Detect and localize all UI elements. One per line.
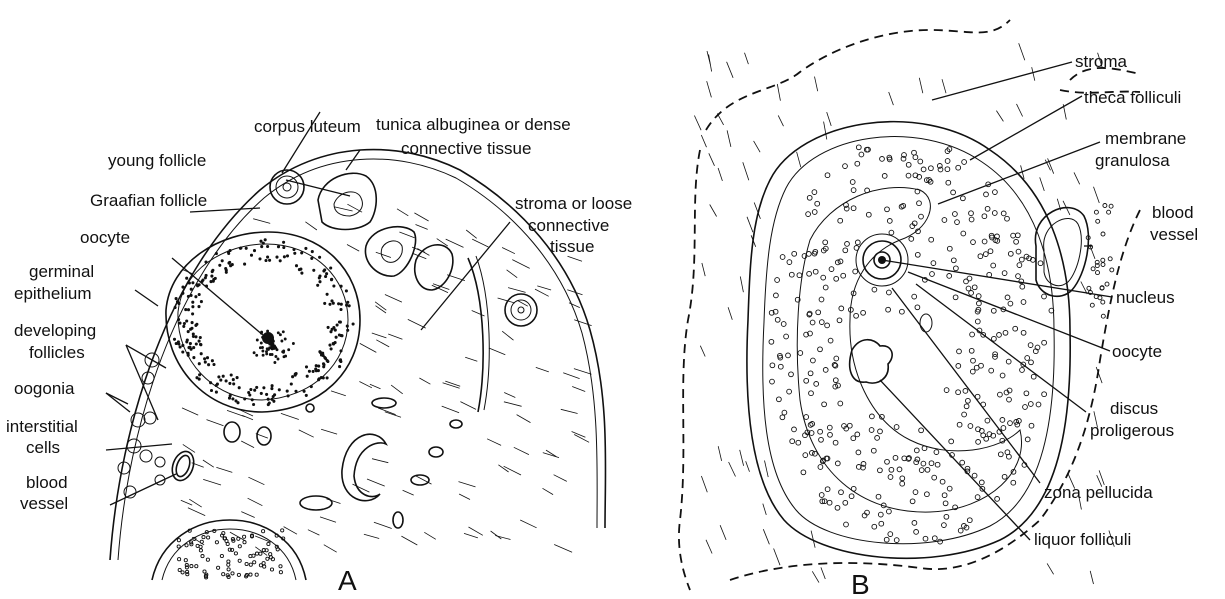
panel-b-drawing bbox=[679, 20, 1140, 590]
antrum bbox=[797, 187, 1021, 512]
stroma-texture bbox=[181, 204, 592, 555]
secondary-follicle-right bbox=[505, 294, 537, 326]
stroma-boundary-bottom bbox=[730, 210, 1140, 580]
label-discus-1: discus bbox=[1110, 399, 1158, 418]
label-membrane-2: granulosa bbox=[1095, 151, 1170, 170]
young-follicle-drawing bbox=[270, 170, 304, 204]
panel-b-letter: B bbox=[851, 569, 870, 599]
label-germinal-2: epithelium bbox=[14, 284, 92, 303]
label-young-follicle: young follicle bbox=[108, 151, 206, 170]
label-theca-folliculi: theca folliculi bbox=[1084, 88, 1181, 107]
stroma-boundary-top bbox=[706, 20, 1010, 130]
label-graafian-follicle: Graafian follicle bbox=[90, 191, 207, 210]
label-discus-2: proligerous bbox=[1090, 421, 1174, 440]
graafian-oocyte bbox=[262, 332, 274, 344]
stroma-septum bbox=[468, 258, 483, 412]
label-blood-a-2: vessel bbox=[20, 494, 68, 513]
panel-b-labels: stroma theca folliculi membrane granulos… bbox=[851, 52, 1198, 599]
label-stroma-b: stroma bbox=[1075, 52, 1128, 71]
atretic-follicles bbox=[168, 398, 462, 528]
corpus-luteum-drawing bbox=[318, 173, 453, 290]
panel-a-labels: corpus luteum tunica albuginea or dense … bbox=[6, 115, 632, 596]
membrana-granulosa-cells bbox=[769, 145, 1054, 544]
label-oogonia: oogonia bbox=[14, 379, 75, 398]
liquor-clot bbox=[850, 340, 892, 383]
label-interstitial-1: interstitial bbox=[6, 417, 78, 436]
label-zona-pellucida: zona pellucida bbox=[1044, 483, 1153, 502]
bottom-follicle bbox=[152, 520, 306, 580]
label-germinal-1: germinal bbox=[29, 262, 94, 281]
label-oocyte-a: oocyte bbox=[80, 228, 130, 247]
label-blood-b-2: vessel bbox=[1150, 225, 1198, 244]
blood-vessel-b-drawing bbox=[1035, 204, 1113, 319]
panel-a-letter: A bbox=[338, 565, 357, 596]
panel-a-drawing bbox=[110, 150, 606, 580]
graafian-follicle-drawing bbox=[166, 232, 360, 412]
label-interstitial-2: cells bbox=[26, 438, 60, 457]
label-blood-a-1: blood bbox=[26, 473, 68, 492]
panel-b-leaders bbox=[880, 62, 1112, 540]
label-liquor-folliculi: liquor folliculi bbox=[1034, 530, 1131, 549]
developing-follicles-drawing bbox=[118, 353, 165, 498]
label-membrane-1: membrane bbox=[1105, 129, 1186, 148]
label-oocyte-b: oocyte bbox=[1112, 342, 1162, 361]
label-developing-1: developing bbox=[14, 321, 96, 340]
label-developing-2: follicles bbox=[29, 343, 85, 362]
label-stroma-1: stroma or loose bbox=[515, 194, 632, 213]
label-nucleus: nucleus bbox=[1116, 288, 1175, 307]
label-corpus-luteum: corpus luteum bbox=[254, 117, 361, 136]
label-stroma-3: tissue bbox=[550, 237, 594, 256]
label-tunica-albuginea-2: connective tissue bbox=[401, 139, 531, 158]
theca-outer bbox=[747, 122, 1070, 559]
granulosa-cells bbox=[173, 239, 354, 406]
label-stroma-2: connective bbox=[528, 216, 609, 235]
label-tunica-albuginea-1: tunica albuginea or dense bbox=[376, 115, 571, 134]
label-blood-b-1: blood bbox=[1152, 203, 1194, 222]
